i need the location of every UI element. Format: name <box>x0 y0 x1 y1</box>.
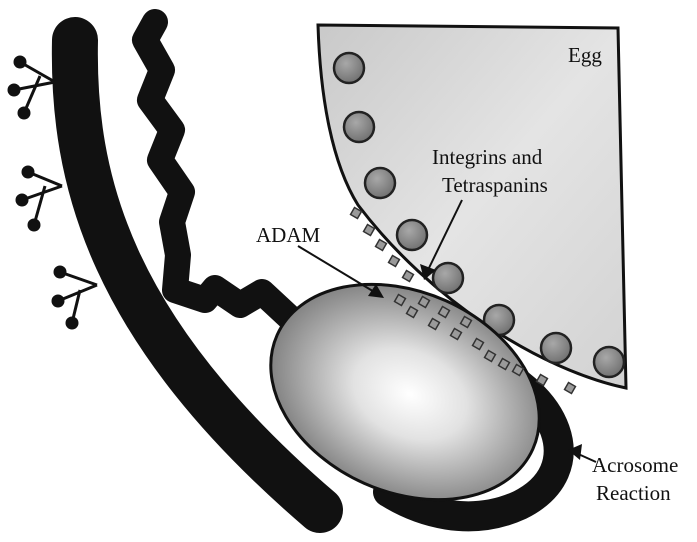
egg-label: Egg <box>568 43 602 67</box>
glycoprotein-branch-bottom <box>53 267 97 328</box>
glycoprotein-branch-top <box>9 57 55 118</box>
sperm-tail <box>145 22 290 318</box>
acrosome-label-line1: Acrosome <box>592 453 678 477</box>
glycoprotein-branch-middle <box>17 167 62 230</box>
integrins-label-line1: Integrins and <box>432 145 543 169</box>
zona-pellucida-band <box>75 40 320 510</box>
integrins-label-line2: Tetraspanins <box>442 173 548 197</box>
acrosome-label-line2: Reaction <box>596 481 671 505</box>
adam-label: ADAM <box>256 223 320 247</box>
